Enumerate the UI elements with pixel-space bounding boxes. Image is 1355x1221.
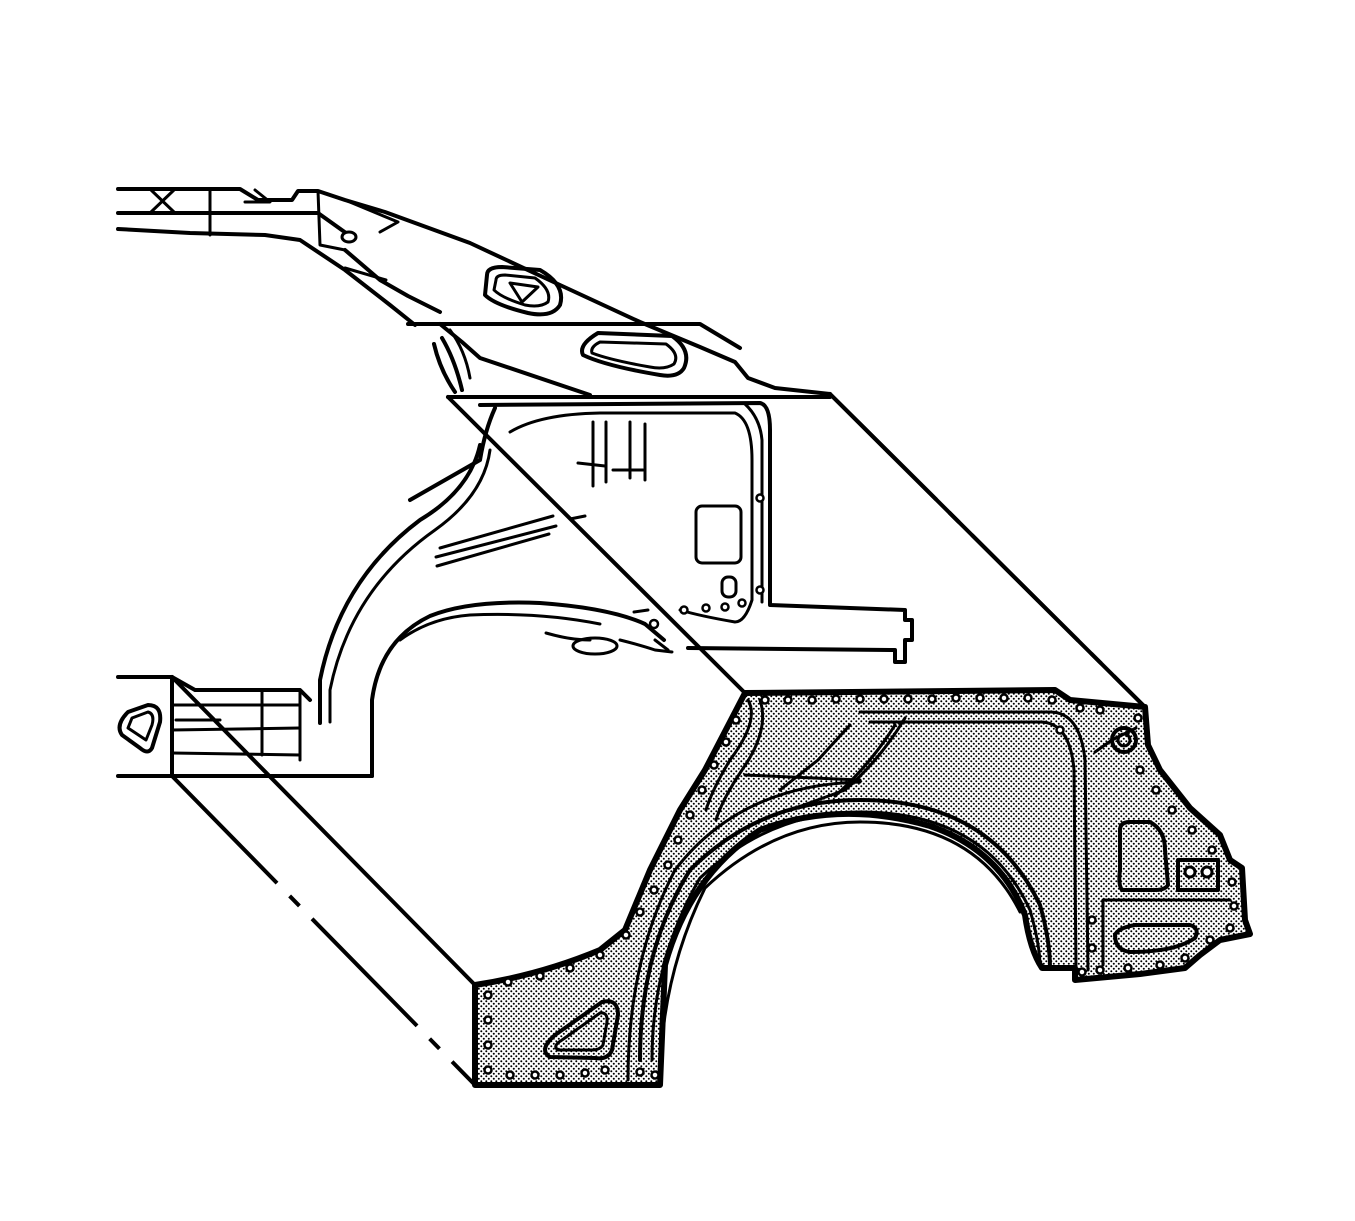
- mount-boss-icon: [483, 265, 563, 317]
- quarter-outer-panel-service-part: [472, 687, 1253, 1088]
- rocker-boss-icon: [117, 703, 163, 754]
- access-square-icon: [694, 504, 743, 565]
- quarter-outer-panel: [472, 687, 1253, 1088]
- body-side-upper-structure: [116, 187, 1148, 710]
- rocker-sill-section: [116, 392, 1148, 1087]
- locating-hole-icon: [340, 230, 358, 244]
- latch-box-icon: [1176, 858, 1220, 892]
- rear-wheelhouse-inner: [318, 401, 914, 778]
- access-hole-icon: [580, 331, 689, 378]
- pocket-icon: [543, 999, 620, 1061]
- rear-pocket-icon: [1117, 820, 1170, 892]
- spot-welds: [483, 693, 1239, 1080]
